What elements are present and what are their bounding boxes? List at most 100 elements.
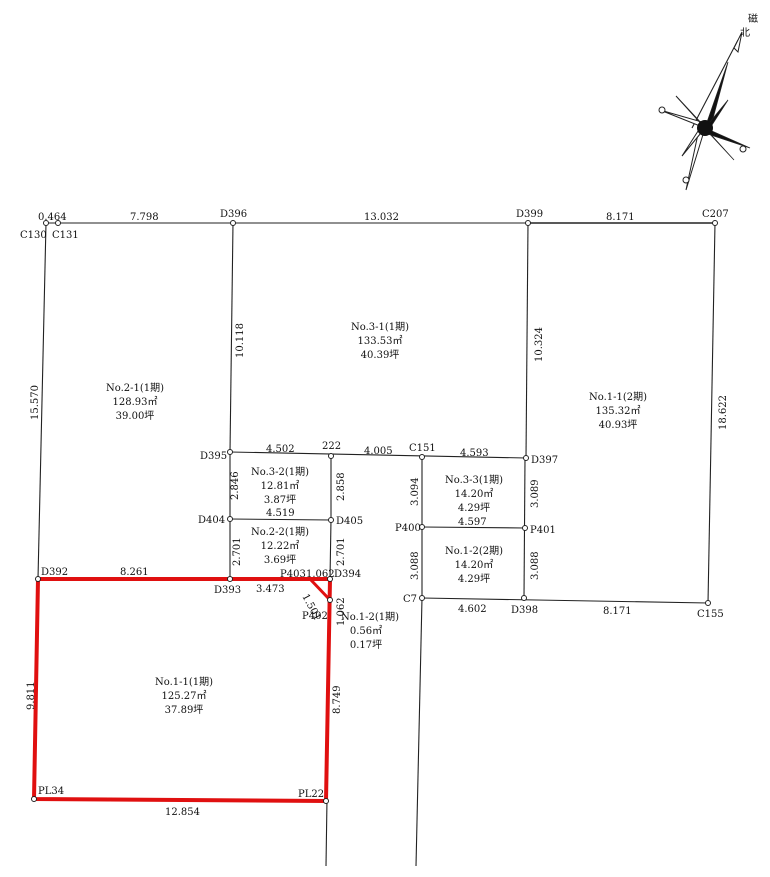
svg-text:37.89坪: 37.89坪: [165, 703, 204, 716]
dim-v-222: 2.858: [336, 472, 347, 501]
svg-text:No.1-2(1期): No.1-2(1期): [341, 611, 399, 623]
dim-bottom-red: 12.854: [165, 807, 200, 818]
pt-C155: C155: [697, 609, 724, 620]
pt-C7: C7: [403, 594, 417, 605]
dim-v-d397: 3.089: [530, 479, 541, 508]
svg-text:39.00坪: 39.00坪: [116, 409, 155, 422]
pt-D405: D405: [336, 516, 363, 527]
pt-P400: P400: [395, 523, 421, 534]
compass-label-1: 磁: [748, 12, 758, 25]
dim-v-d405: 2.701: [336, 537, 347, 566]
svg-text:No.2-1(1期): No.2-1(1期): [106, 382, 164, 394]
lot-no1-2-2: No.1-2(2期) 14.20㎡ 4.29坪: [445, 545, 503, 585]
svg-text:4.29坪: 4.29坪: [458, 572, 490, 585]
dim-d398: 8.171: [603, 606, 632, 617]
dim-top-a: 0.464: [38, 212, 67, 223]
dim-d392: 8.261: [120, 567, 149, 578]
svg-text:No.1-1(2期): No.1-1(2期): [589, 391, 647, 403]
dim-v-p400: 3.088: [410, 551, 421, 580]
svg-text:3.69坪: 3.69坪: [264, 553, 296, 566]
vertical-dimensions: 15.570 10.118 10.324 18.622 2.846 2.858 …: [26, 323, 729, 714]
lot-no3-3: No.3-3(1期) 14.20㎡ 4.29坪: [445, 474, 503, 514]
dim-mid-vert: 10.118: [235, 323, 246, 358]
lot-no3-2: No.3-2(1期) 12.81㎡ 3.87坪: [251, 466, 309, 506]
pt-PL22: PL22: [298, 789, 324, 800]
lot-no1-1-1: No.1-1(1期) 125.27㎡ 37.89坪: [155, 676, 213, 716]
svg-text:40.39坪: 40.39坪: [361, 348, 400, 361]
dim-right-red: 8.749: [332, 685, 343, 714]
pt-222: 222: [322, 441, 341, 452]
lot-no1-1-2: No.1-1(2期) 135.32㎡ 40.93坪: [589, 391, 647, 431]
dim-c7: 4.602: [458, 604, 487, 615]
svg-text:No.3-1(1期): No.3-1(1期): [351, 321, 409, 333]
pt-PL34: PL34: [38, 786, 64, 797]
svg-text:0.17坪: 0.17坪: [350, 638, 382, 651]
lot-labels: No.3-1(1期) 133.53㎡ 40.39坪 No.1-1(2期) 135…: [106, 321, 647, 716]
pt-C130: C130: [20, 230, 47, 241]
pt-D399: D399: [516, 209, 543, 220]
horizontal-dimensions: 0.464 7.798 13.032 8.171 4.502 4.005 4.5…: [38, 212, 635, 818]
dim-p403: 1.062: [306, 569, 335, 580]
svg-text:No.3-2(1期): No.3-2(1期): [251, 466, 309, 478]
svg-text:125.27㎡: 125.27㎡: [162, 690, 207, 702]
pt-C151: C151: [409, 443, 436, 454]
svg-text:40.93坪: 40.93坪: [599, 418, 638, 431]
dim-left-main: 15.570: [30, 385, 41, 420]
pt-P401: P401: [530, 525, 556, 536]
dim-row2-b: 4.597: [458, 517, 487, 528]
dim-right-mid: 10.324: [534, 327, 545, 362]
svg-text:No.3-3(1期): No.3-3(1期): [445, 474, 503, 486]
dim-left-red: 9.811: [26, 681, 37, 710]
dim-top-d: 8.171: [606, 212, 635, 223]
dim-top-c: 13.032: [364, 212, 399, 223]
dim-v-d395: 2.846: [230, 471, 241, 500]
dim-right-edge: 18.622: [718, 395, 729, 430]
highlighted-lot: [31, 577, 333, 804]
pt-D398: D398: [511, 605, 538, 616]
dim-v-d404: 2.701: [232, 537, 243, 566]
pt-P402: P402: [302, 611, 328, 622]
pt-C131: C131: [52, 230, 79, 241]
svg-text:133.53㎡: 133.53㎡: [358, 335, 403, 347]
dim-row2-a: 4.519: [266, 508, 295, 519]
svg-text:14.20㎡: 14.20㎡: [455, 559, 494, 571]
svg-text:No.1-1(1期): No.1-1(1期): [155, 676, 213, 688]
pt-D396: D396: [220, 209, 247, 220]
dim-top-b: 7.798: [130, 212, 159, 223]
svg-text:12.81㎡: 12.81㎡: [261, 480, 300, 492]
lot-no3-1: No.3-1(1期) 133.53㎡ 40.39坪: [351, 321, 409, 361]
corner-markers: [31, 220, 718, 804]
dim-row1-a: 4.502: [266, 444, 295, 455]
dim-v-p401: 3.088: [530, 551, 541, 580]
pt-D397: D397: [531, 455, 558, 466]
compass-label-2: 北: [740, 27, 750, 39]
pt-C207: C207: [702, 209, 729, 220]
pt-D392: D392: [41, 567, 68, 578]
pt-D404: D404: [198, 515, 225, 526]
lot-no2-2: No.2-2(1期) 12.22㎡ 3.69坪: [251, 526, 309, 566]
dim-row1-b: 4.005: [364, 446, 393, 457]
compass-icon: 磁 北: [658, 12, 758, 191]
svg-text:No.2-2(1期): No.2-2(1期): [251, 526, 309, 538]
pt-D394: D394: [334, 569, 361, 580]
dim-row1-c: 4.593: [460, 448, 489, 459]
lot-no1-2-1: No.1-2(1期) 0.56㎡ 0.17坪: [341, 611, 399, 651]
pt-D395: D395: [200, 451, 227, 462]
svg-text:No.1-2(2期): No.1-2(2期): [445, 545, 503, 557]
point-labels: C130 C131 D396 D399 C207 D395 222 C151 D…: [20, 209, 729, 800]
dim-d394: 1.062: [336, 597, 347, 626]
svg-text:12.22㎡: 12.22㎡: [261, 540, 300, 552]
dim-v-c151: 3.094: [410, 477, 421, 506]
dim-d393: 3.473: [256, 584, 285, 595]
parcel-lines: [37, 222, 716, 867]
svg-text:4.29坪: 4.29坪: [458, 501, 490, 514]
svg-text:0.56㎡: 0.56㎡: [350, 625, 382, 637]
svg-text:3.87坪: 3.87坪: [264, 493, 296, 506]
svg-text:135.32㎡: 135.32㎡: [596, 405, 641, 417]
pt-P403: P403: [280, 569, 306, 580]
pt-D393: D393: [214, 585, 241, 596]
svg-text:14.20㎡: 14.20㎡: [455, 488, 494, 500]
lot-no2-1: No.2-1(1期) 128.93㎡ 39.00坪: [106, 382, 164, 422]
